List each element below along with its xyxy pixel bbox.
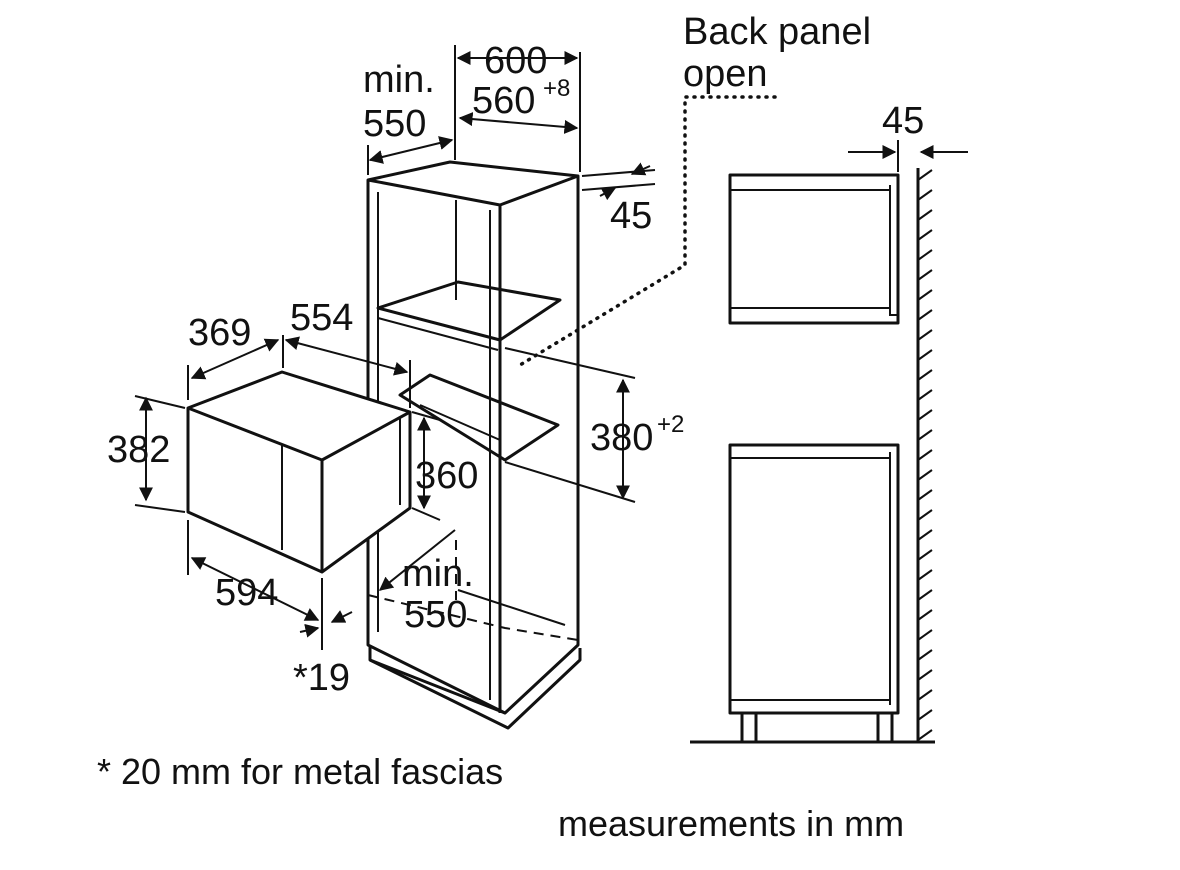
niche-height-tolerance: +2 bbox=[657, 411, 684, 438]
unit-depth-label: 369 bbox=[188, 312, 251, 354]
top-gap-label: 45 bbox=[610, 195, 652, 237]
unit-inner-height-label: 360 bbox=[415, 455, 478, 497]
units-note: measurements in mm bbox=[558, 803, 904, 844]
wall-hatching bbox=[917, 169, 933, 741]
bottom-min-label: min. bbox=[402, 553, 474, 595]
top-min-label: min. bbox=[363, 59, 435, 101]
back-panel-leader bbox=[518, 95, 777, 367]
bottom-min-value: 550 bbox=[404, 594, 467, 636]
left-dimensions bbox=[134, 45, 656, 650]
microwave-unit bbox=[186, 370, 412, 574]
width-outer-label: 600 bbox=[484, 40, 547, 82]
top-min-value: 550 bbox=[363, 103, 426, 145]
right-gap-label: 45 bbox=[882, 100, 924, 142]
back-panel-label: Back panel bbox=[683, 11, 871, 53]
niche-height-label: 380 bbox=[590, 417, 653, 459]
fascia-gap-label: *19 bbox=[293, 657, 350, 699]
metal-fascia-note: * 20 mm for metal fascias bbox=[97, 751, 503, 792]
unit-height-label: 382 bbox=[107, 429, 170, 471]
width-niche-label: 560 bbox=[472, 80, 535, 122]
back-panel-open-label: open bbox=[683, 53, 768, 95]
unit-width-label: 594 bbox=[215, 572, 278, 614]
unit-width-top-label: 554 bbox=[290, 297, 353, 339]
side-elevation bbox=[690, 140, 968, 744]
width-niche-tolerance: +8 bbox=[543, 75, 570, 102]
